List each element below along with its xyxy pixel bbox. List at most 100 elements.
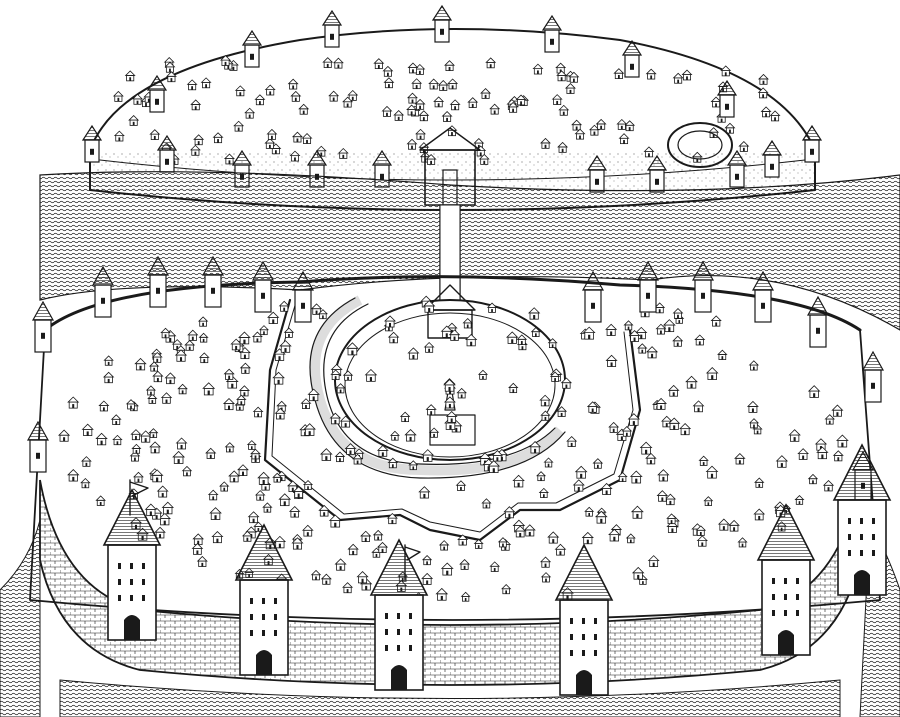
wall-tower <box>156 134 178 173</box>
house <box>720 65 732 77</box>
house <box>425 153 437 165</box>
house <box>197 316 209 327</box>
house <box>753 508 766 521</box>
wall-tower <box>726 149 748 188</box>
front-tower <box>756 503 816 656</box>
house <box>125 399 137 410</box>
house <box>252 406 264 418</box>
wall-tower <box>716 79 738 118</box>
house <box>186 79 198 91</box>
house <box>728 519 740 532</box>
house <box>332 57 344 69</box>
house <box>797 448 809 460</box>
upper-town-houses <box>112 55 781 165</box>
house <box>555 62 567 74</box>
wall-tower <box>691 260 715 313</box>
house <box>164 61 176 73</box>
house <box>337 147 349 159</box>
house <box>506 331 519 344</box>
house <box>95 432 108 446</box>
house <box>407 92 418 104</box>
house <box>328 514 342 528</box>
house <box>646 346 659 359</box>
house <box>428 427 440 438</box>
house <box>822 479 835 492</box>
house <box>189 144 201 156</box>
house <box>441 111 453 122</box>
house <box>538 487 549 498</box>
house <box>639 441 653 455</box>
house <box>660 415 673 428</box>
house <box>113 130 125 142</box>
house <box>67 396 80 409</box>
house <box>139 430 152 443</box>
house <box>150 469 164 483</box>
house <box>717 349 728 360</box>
house <box>236 394 247 406</box>
house <box>679 423 692 436</box>
house <box>132 93 143 105</box>
house <box>657 469 670 482</box>
house <box>334 451 346 463</box>
house <box>421 554 433 566</box>
house <box>414 98 426 110</box>
house <box>239 362 251 374</box>
house <box>629 470 643 484</box>
house <box>198 352 210 364</box>
house <box>549 371 561 382</box>
house <box>672 72 684 84</box>
house <box>393 109 405 121</box>
wall-tower <box>146 255 170 308</box>
house <box>465 333 478 347</box>
house <box>165 71 177 83</box>
house <box>272 472 283 483</box>
wall-tower <box>251 260 275 313</box>
house <box>621 426 633 437</box>
house <box>643 146 655 158</box>
house <box>608 528 621 542</box>
house <box>428 78 440 90</box>
house <box>152 370 164 383</box>
house <box>322 57 334 68</box>
house <box>489 561 501 572</box>
house <box>624 120 636 132</box>
house <box>547 531 560 544</box>
house <box>207 489 219 501</box>
house <box>724 122 736 134</box>
house <box>258 325 270 336</box>
wall-tower <box>241 29 263 68</box>
house <box>124 70 136 82</box>
house <box>543 457 554 468</box>
house <box>219 481 230 492</box>
house <box>164 372 177 385</box>
house <box>330 369 341 381</box>
house <box>748 360 760 371</box>
house <box>278 493 292 507</box>
house <box>547 338 558 349</box>
house <box>145 385 157 396</box>
wall-tower <box>751 270 775 323</box>
house <box>532 63 544 75</box>
house <box>181 465 193 477</box>
house <box>703 496 714 506</box>
house <box>174 349 188 362</box>
house <box>233 120 245 132</box>
house <box>503 506 516 519</box>
house <box>301 133 313 144</box>
house <box>342 96 354 108</box>
house <box>250 448 261 460</box>
house <box>710 315 722 327</box>
house <box>262 502 273 513</box>
wall-tower <box>81 124 103 163</box>
house <box>191 543 204 555</box>
house <box>205 447 217 459</box>
house <box>681 69 693 81</box>
house <box>758 73 769 85</box>
house <box>264 137 276 149</box>
house <box>241 530 253 542</box>
house <box>685 375 698 389</box>
house <box>447 78 459 90</box>
house <box>407 347 420 360</box>
wall-tower <box>26 420 50 473</box>
house <box>372 529 384 541</box>
